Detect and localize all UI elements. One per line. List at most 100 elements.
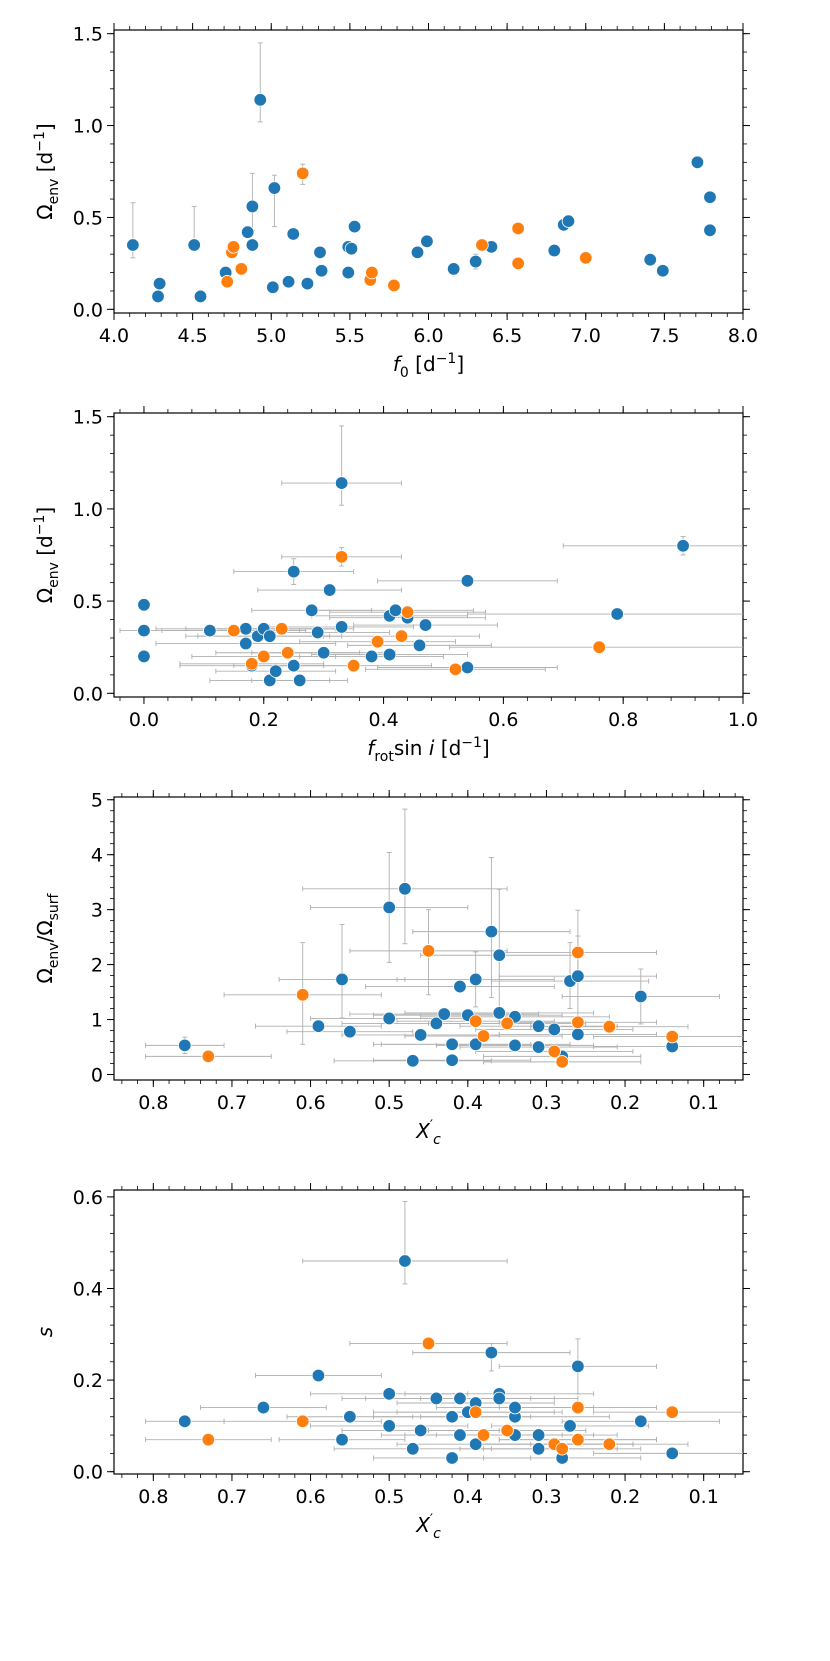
data-point — [227, 623, 241, 638]
data-point — [343, 1410, 357, 1424]
data-point — [531, 1040, 546, 1054]
y-tick-label: 0 — [91, 1065, 103, 1087]
data-point — [281, 646, 295, 660]
y-tick-label: 5 — [91, 790, 103, 812]
data-point — [382, 1011, 396, 1026]
data-point — [382, 1419, 396, 1433]
data-point — [492, 1006, 506, 1020]
data-point — [634, 989, 648, 1004]
data-point — [656, 264, 670, 278]
data-point — [468, 1437, 483, 1451]
data-point — [311, 1368, 326, 1383]
data-point — [468, 972, 483, 987]
x-axis-label: frotsin i [d−1] — [367, 735, 489, 765]
data-point — [468, 1405, 483, 1419]
data-point — [665, 1446, 679, 1461]
x-tick-label: 8.0 — [728, 325, 758, 347]
x-tick-label: 0.6 — [488, 709, 518, 731]
x-tick-label: 5.5 — [335, 325, 365, 347]
x-tick-label: 0.2 — [610, 1486, 640, 1508]
y-tick-label: 0.5 — [73, 591, 103, 613]
data-point — [266, 280, 280, 294]
data-point — [602, 1437, 617, 1451]
data-point — [484, 1345, 499, 1360]
data-point — [286, 227, 300, 241]
data-point — [296, 988, 310, 1002]
data-point — [314, 264, 329, 278]
data-point — [508, 1400, 522, 1415]
data-point — [296, 166, 310, 181]
data-point — [468, 1014, 483, 1028]
data-point — [571, 945, 585, 960]
data-point — [555, 1442, 569, 1456]
x-tick-label: 0.7 — [217, 1486, 247, 1508]
data-point — [152, 276, 167, 291]
data-point — [178, 1038, 192, 1053]
x-tick-label: 0.2 — [249, 709, 279, 731]
data-point — [240, 225, 255, 239]
data-point — [547, 243, 562, 258]
x-tick-label: 0.3 — [531, 1486, 561, 1508]
x-tick-label: 0.8 — [138, 1486, 168, 1508]
data-point — [610, 607, 624, 621]
data-point — [137, 649, 151, 664]
data-point — [316, 646, 331, 660]
x-tick-label: 0.5 — [374, 1092, 404, 1114]
data-point — [413, 1028, 428, 1042]
data-point — [296, 1414, 310, 1429]
data-point — [201, 1049, 216, 1064]
data-point — [468, 254, 483, 269]
data-point — [239, 622, 253, 636]
data-point — [220, 275, 234, 289]
data-point — [347, 219, 362, 234]
x-tick-label: 0.4 — [453, 1486, 483, 1508]
data-point — [508, 1038, 522, 1053]
data-point — [322, 583, 337, 597]
data-point — [511, 221, 525, 236]
data-point — [531, 1442, 546, 1456]
data-point — [365, 265, 379, 280]
x-tick-label: 0.4 — [453, 1092, 483, 1114]
data-point — [334, 550, 349, 564]
x-tick-label: 0.1 — [689, 1486, 719, 1508]
x-axis-label: X′c — [415, 1118, 441, 1148]
data-point — [571, 1027, 585, 1042]
x-axis-label: f0 [d−1] — [393, 351, 464, 381]
data-point — [382, 1387, 396, 1401]
data-point — [382, 647, 397, 662]
data-point — [547, 1022, 562, 1037]
x-tick-label: 0.2 — [610, 1092, 640, 1114]
y-tick-label: 1.0 — [73, 499, 103, 521]
data-point — [571, 1432, 585, 1447]
y-tick-label: 0.0 — [73, 683, 103, 705]
data-point — [269, 664, 283, 678]
data-point — [388, 603, 403, 618]
data-point — [453, 1428, 467, 1442]
data-point — [413, 1423, 428, 1438]
data-point — [335, 1432, 349, 1447]
data-point — [239, 636, 253, 651]
data-point — [460, 660, 475, 675]
data-point — [281, 275, 296, 289]
data-point — [429, 1016, 444, 1031]
y-tick-label: 0.2 — [73, 1370, 103, 1392]
data-point — [335, 972, 349, 987]
y-axis-label: Ωenv [d−1] — [32, 507, 62, 603]
data-point — [453, 1391, 467, 1406]
data-point — [703, 223, 717, 238]
data-point — [178, 1414, 192, 1429]
data-point — [334, 476, 349, 490]
data-point — [500, 1016, 514, 1031]
data-point — [579, 251, 593, 265]
plot-frame — [113, 29, 744, 314]
x-tick-label: 6.5 — [492, 325, 522, 347]
x-tick-label: 0.5 — [374, 1486, 404, 1508]
data-point — [531, 1428, 546, 1442]
x-tick-label: 0.8 — [138, 1092, 168, 1114]
data-point — [370, 634, 385, 649]
x-tick-label: 0.0 — [129, 709, 159, 731]
x-tick-label: 0.6 — [295, 1486, 325, 1508]
data-point — [341, 265, 356, 280]
